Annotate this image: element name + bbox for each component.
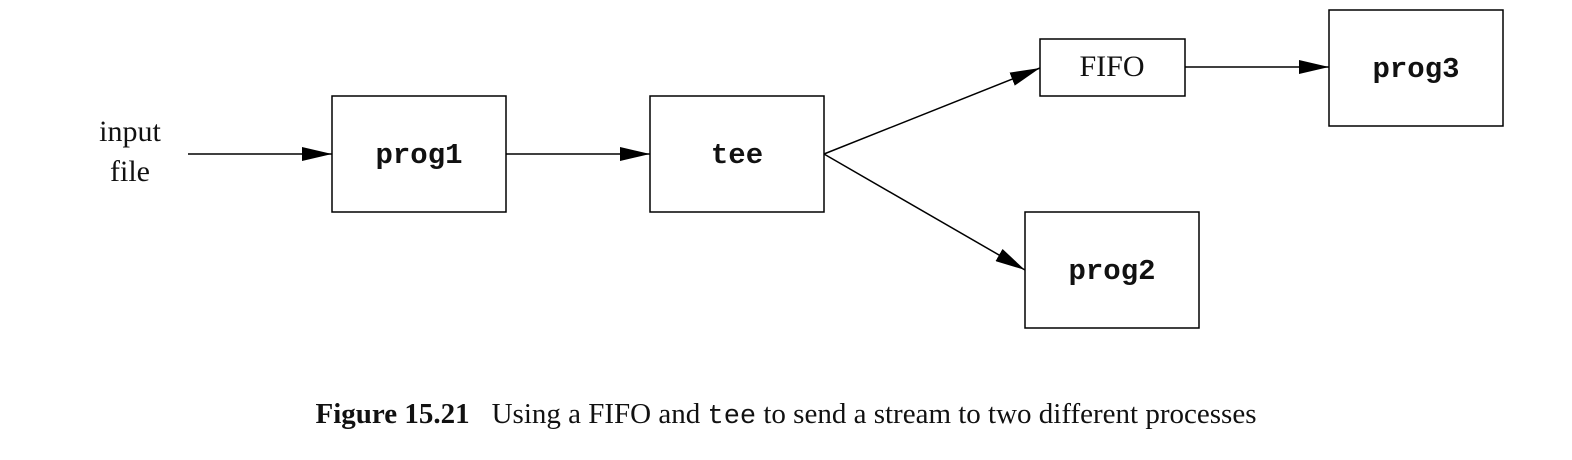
- prog2-label: prog2: [1068, 255, 1155, 288]
- arrow-tee-to-prog2: [823, 153, 1026, 271]
- prog1-label: prog1: [375, 139, 462, 172]
- tee-node: tee: [649, 95, 825, 213]
- caption-text-before: Using a FIFO and: [491, 398, 708, 430]
- caption-text-after: to send a stream to two different proces…: [756, 398, 1257, 430]
- tee-label: tee: [711, 139, 763, 172]
- figure-number: Figure 15.21: [315, 398, 470, 430]
- prog3-label: prog3: [1372, 53, 1459, 86]
- caption-code: tee: [707, 402, 757, 432]
- prog3-node: prog3: [1328, 9, 1504, 127]
- prog1-node: prog1: [331, 95, 507, 213]
- arrow-tee-to-fifo: [823, 67, 1041, 155]
- input-file-label-line2: file: [110, 155, 150, 188]
- fifo-node: FIFO: [1039, 38, 1186, 97]
- input-file-label-line1: input: [99, 115, 161, 148]
- figure-caption: Figure 15.21 Using a FIFO and tee to send…: [0, 398, 1572, 432]
- prog2-node: prog2: [1024, 211, 1200, 329]
- fifo-label: FIFO: [1079, 50, 1144, 83]
